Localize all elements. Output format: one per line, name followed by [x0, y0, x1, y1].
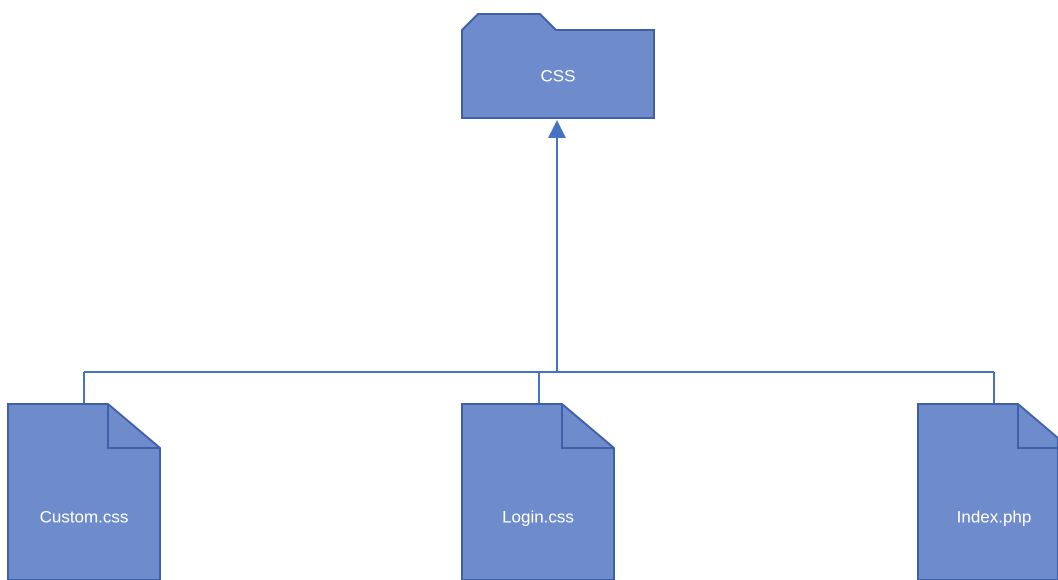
file-label: Index.php — [957, 507, 1032, 526]
file-node-login-css[interactable]: Login.css — [461, 403, 615, 580]
folder-node-css[interactable]: CSS — [461, 13, 655, 119]
file-fold-icon — [561, 404, 614, 449]
file-node-index-php[interactable]: Index.php — [917, 403, 1058, 580]
file-label: Login.css — [502, 507, 574, 526]
arrowhead-up — [548, 120, 566, 138]
folder-label: CSS — [541, 66, 576, 85]
file-label: Custom.css — [40, 507, 129, 526]
file-icon — [461, 403, 615, 580]
file-node-custom-css[interactable]: Custom.css — [7, 403, 161, 580]
file-icon — [917, 403, 1058, 580]
file-fold-icon — [1017, 404, 1058, 449]
file-fold-icon — [107, 404, 160, 449]
connector-lines — [83, 120, 995, 404]
file-icon — [7, 403, 161, 580]
folder-icon — [461, 13, 655, 119]
